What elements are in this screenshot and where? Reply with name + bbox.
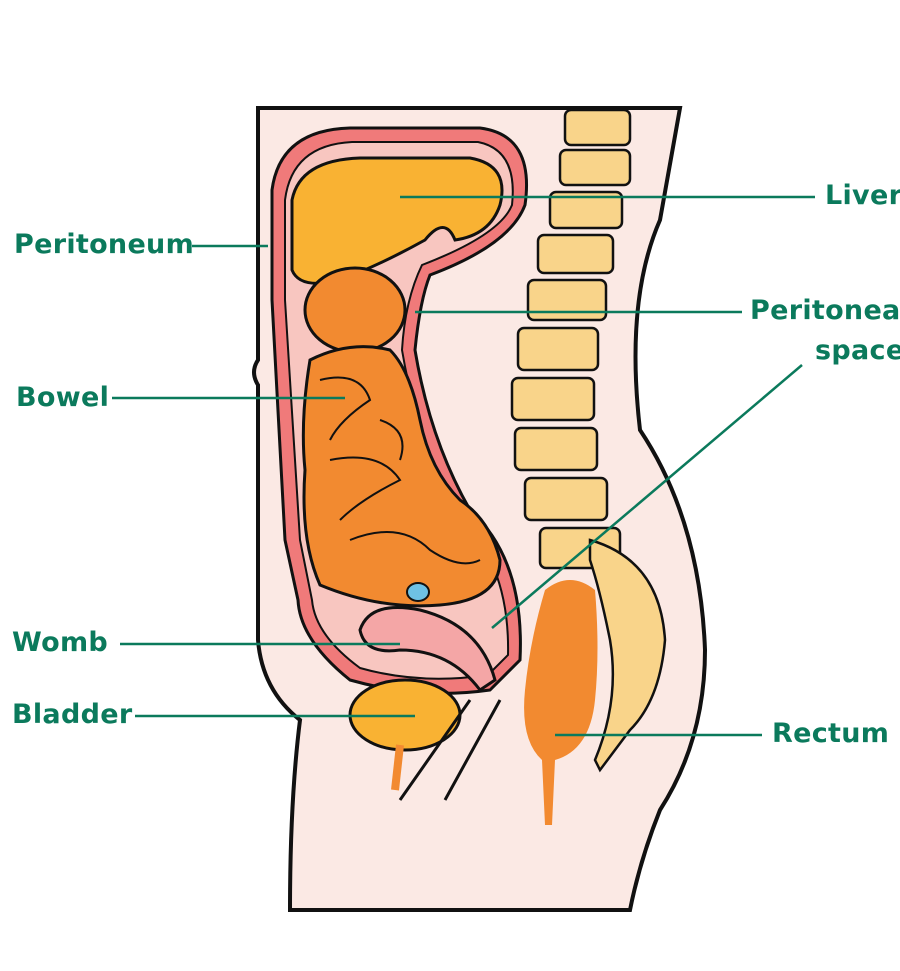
womb bbox=[358, 606, 497, 693]
label-peritoneal-space-line1: Peritoneal bbox=[750, 295, 900, 326]
label-bladder: Bladder bbox=[12, 699, 133, 730]
urethra bbox=[391, 744, 404, 791]
label-womb: Womb bbox=[12, 627, 109, 658]
stomach bbox=[303, 266, 407, 354]
spine bbox=[510, 108, 667, 773]
rectum bbox=[524, 580, 598, 825]
label-bowel: Bowel bbox=[16, 382, 110, 413]
label-peritoneum: Peritoneum bbox=[14, 229, 195, 260]
ovary bbox=[406, 582, 430, 602]
label-rectum: Rectum bbox=[772, 718, 890, 749]
label-peritoneal-space-line2: space bbox=[815, 335, 900, 366]
bowel bbox=[301, 345, 502, 608]
leader-lines bbox=[112, 195, 815, 737]
label-liver: Liver bbox=[825, 180, 900, 211]
